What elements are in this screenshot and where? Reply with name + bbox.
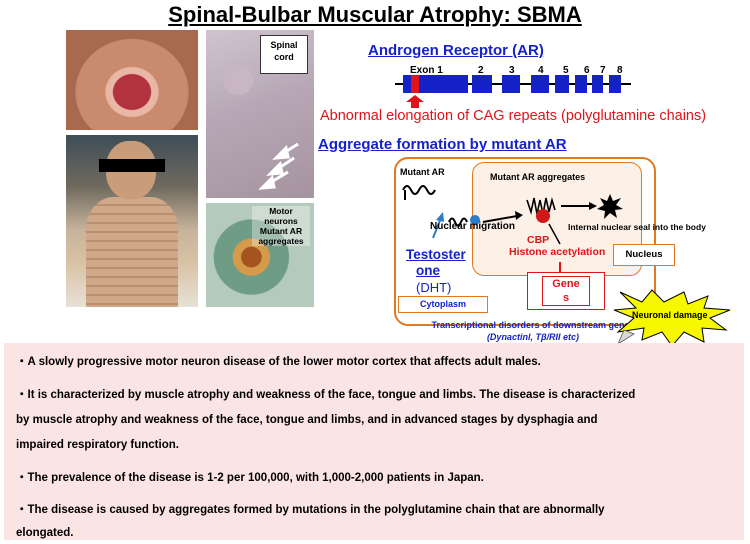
bullet-text: ・A slowly progressive motor neuron disea… (16, 356, 541, 368)
testosterone-line: one (416, 263, 441, 278)
exon-block-1 (403, 75, 468, 93)
page-title: Spinal-Bulbar Muscular Atrophy: SBMA (168, 2, 582, 27)
exon-label-2: 2 (478, 65, 484, 76)
exon-block-2 (472, 75, 492, 93)
genes-line: Gene (552, 278, 580, 290)
motor-neuron-label: Motor neurons Mutant AR aggregates (252, 206, 310, 246)
inclusion-star-icon (597, 194, 623, 219)
exon-map (395, 75, 631, 108)
dht-arrow-line (432, 217, 442, 239)
aggregate-scribble-icon (526, 196, 556, 216)
tongue-photo (66, 30, 198, 130)
exon-label-4: 4 (538, 65, 544, 76)
exon-label-7: 7 (600, 65, 606, 76)
exon-block-3 (502, 75, 520, 93)
neuron-label-line: Mutant AR (259, 226, 303, 236)
bullet-text: ・The prevalence of the disease is 1-2 pe… (16, 472, 484, 484)
bullet-text: impaired respiratory function. (16, 439, 179, 451)
exon-block-5 (555, 75, 569, 93)
dht-ligand-icon (470, 215, 480, 225)
cbp-arrow-line (548, 223, 561, 245)
description-panel: ・A slowly progressive motor neuron disea… (4, 343, 744, 540)
migration-arrow-line (482, 215, 518, 223)
transcription-label: Transcriptional disorders of downstream … (388, 319, 678, 343)
cytoplasm-box (394, 157, 656, 326)
neuron-label-line: Motor (269, 206, 293, 216)
genes-label: Gene s (542, 276, 590, 306)
cytoplasm-label: Cytoplasm (398, 296, 488, 313)
genes-box: Gene s (527, 272, 605, 310)
histone-acetylation-label: Histone acetylation (509, 246, 606, 258)
cbp-label: CBP (527, 234, 550, 246)
dht-arrow-head (436, 212, 444, 222)
exon-block-8 (609, 75, 621, 93)
neuron-label-line: neurons (264, 216, 298, 226)
white-arrows-icon (258, 142, 299, 190)
cbp-blob-icon (536, 209, 550, 223)
transcription-line: (Dynactinl, Tβ/RII etc) (486, 332, 580, 342)
dht-label: (DHT) (416, 280, 452, 295)
exon-label-3: 3 (509, 65, 515, 76)
genes-line: s (562, 292, 570, 304)
neuronal-damage-label: Neuronal damage (632, 310, 708, 320)
exon-label-1: Exon 1 (410, 65, 443, 76)
cag-repeat-text: Abnormal elongation of CAG repeats (poly… (320, 108, 707, 124)
exon-label-8: 8 (617, 65, 623, 76)
bullet-text: by muscle atrophy and weakness of the fa… (16, 414, 598, 426)
migration-arrow-head (515, 211, 523, 220)
exon-block-6 (575, 75, 587, 93)
patient-photo (66, 135, 198, 307)
patient-torso (86, 197, 178, 307)
bound-ar-coil-icon (448, 217, 468, 227)
spinal-cord-label: Spinal cord (260, 35, 308, 74)
motor-neuron-photo: Motor neurons Mutant AR aggregates (206, 203, 314, 307)
mutant-ar-aggregates-label: Mutant AR aggregates (490, 172, 586, 182)
spinal-cord-photo: Spinal cord (206, 30, 314, 198)
aggregate-heading: Aggregate formation by mutant AR (318, 136, 567, 153)
testosterone-line: Testoster (406, 247, 466, 262)
censor-bar (99, 159, 165, 172)
internal-seal-label: Internal nuclear seal into the body (568, 222, 706, 232)
red-up-arrow-icon (406, 95, 424, 108)
ar-heading: Androgen Receptor (AR) (368, 42, 544, 59)
testosterone-label: Testoster one (406, 247, 466, 279)
exon-block-7 (592, 75, 603, 93)
bullet-text: elongated. (16, 527, 74, 539)
transcription-line: Transcriptional disorders of downstream … (431, 320, 635, 330)
exon-label-5: 5 (563, 65, 569, 76)
exon-label-6: 6 (584, 65, 590, 76)
nuclear-migration-label: Nuclear migration (430, 221, 516, 232)
seal-arrow-head (589, 202, 597, 210)
mutant-ar-label: Mutant AR (400, 167, 445, 177)
neuron-label-line: aggregates (258, 236, 304, 246)
neuronal-damage-burst-icon (613, 289, 731, 347)
cag-repeat-block (411, 75, 419, 93)
mutant-ar-coil-icon (402, 185, 436, 195)
exon-block-4 (531, 75, 549, 93)
bullet-text: ・The disease is caused by aggregates for… (16, 504, 605, 516)
nucleus-label: Nucleus (613, 244, 675, 266)
bullet-text: ・It is characterized by muscle atrophy a… (16, 389, 636, 401)
